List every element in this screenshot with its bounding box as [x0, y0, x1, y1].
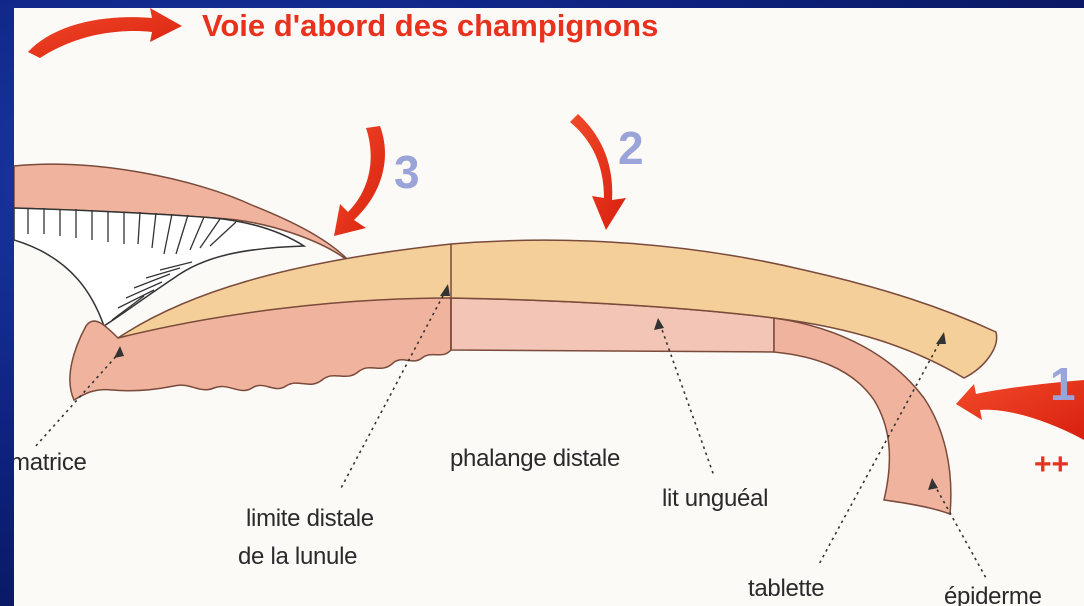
label-matrice: matrice — [14, 449, 87, 476]
label-tablette: tablette — [748, 575, 824, 602]
label-limite-line2: de la lunule — [238, 543, 357, 570]
label-limite-line1: limite distale — [246, 505, 374, 532]
title-arrow-icon — [28, 8, 182, 58]
arrow-3-number: 3 — [394, 146, 420, 198]
diagram-panel: Voie d'abord des champignons — [14, 8, 1084, 606]
arrow-2-number: 2 — [618, 122, 644, 174]
arrow-1-number: 1 — [1050, 358, 1076, 410]
nail-anatomy-diagram: Voie d'abord des champignons — [14, 8, 1084, 606]
label-phalange-distale: phalange distale — [450, 445, 620, 472]
diagram-title: Voie d'abord des champignons — [202, 8, 658, 43]
arrow-1-plusplus: ++ — [1034, 448, 1069, 481]
label-lit-ungueal: lit unguéal — [662, 485, 768, 512]
arrow-3-icon — [334, 126, 385, 236]
label-epiderme: épiderme — [944, 583, 1042, 606]
